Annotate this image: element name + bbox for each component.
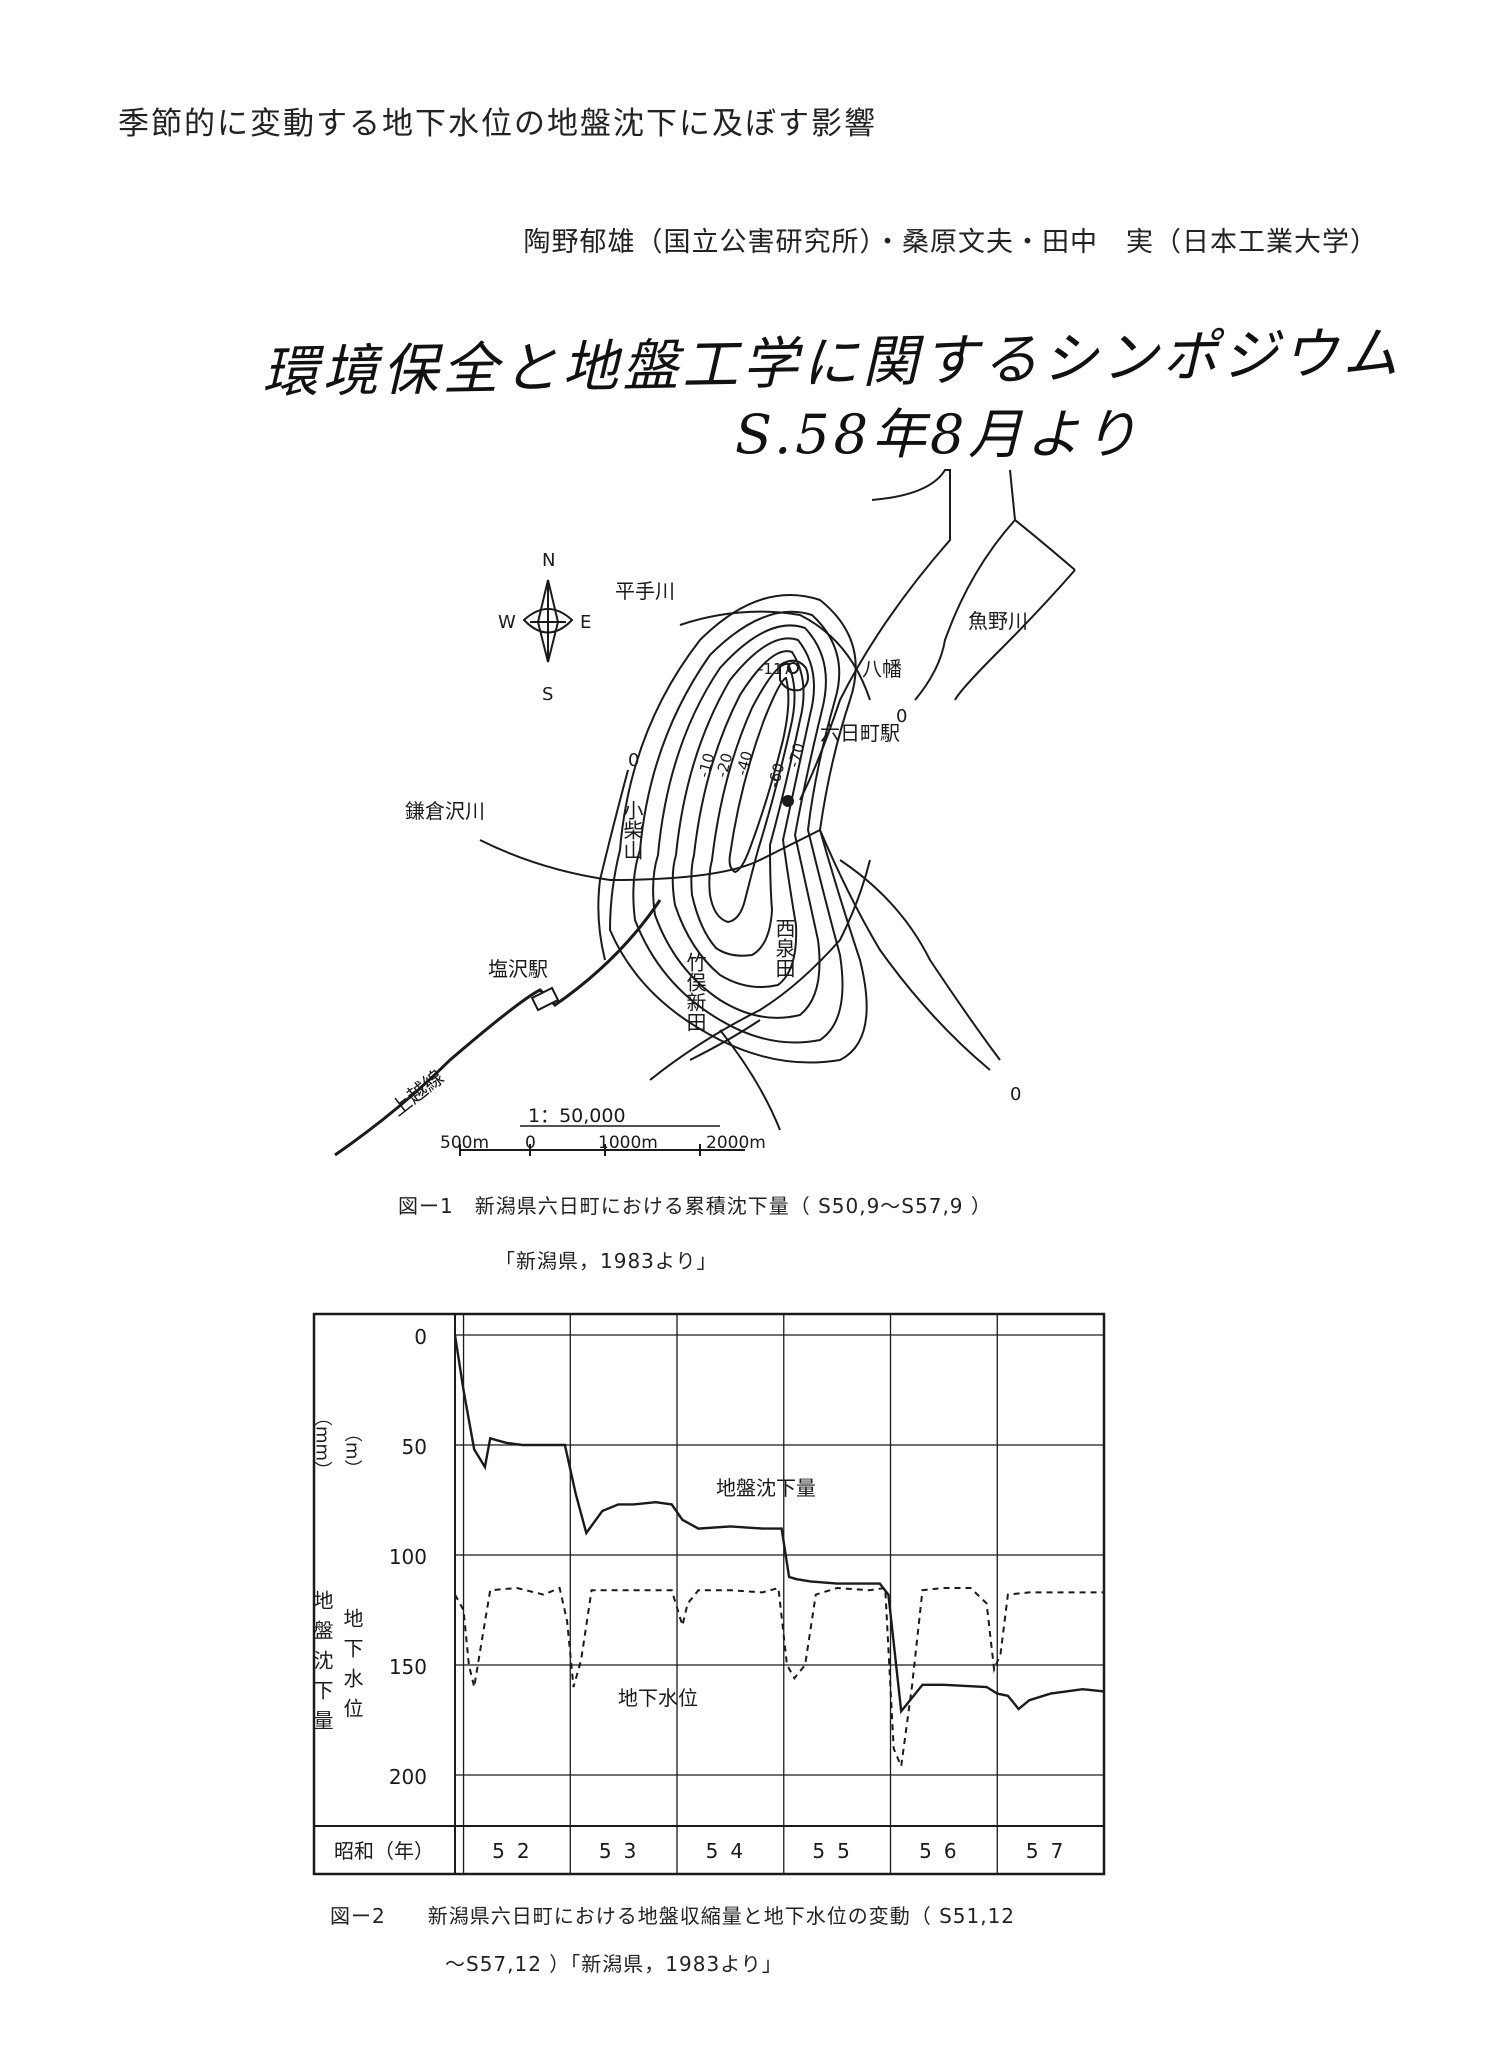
contour-zero-b: 0 [1010,1084,1021,1105]
series-label-subsidence: 地盤沈下量 [716,1476,816,1500]
label-muikamachi-station: 六日町駅 [820,721,900,745]
subsidence-contours [608,594,868,1064]
y-tick-0: 0 [414,1325,427,1349]
scale-tick-500: 500m [440,1133,489,1153]
series-line-subsidence [453,1334,1105,1715]
river-uono [954,569,1076,701]
figure2-caption-line1: 図ー2 新潟県六日町における地盤収縮量と地下水位の変動（ S51,12 [330,1904,1016,1928]
figure1-caption: 図ー1 新潟県六日町における累積沈下量（ S50,9～S57,9 ） [398,1194,992,1218]
contour-label-60: -60 [765,761,789,789]
year-label-54: 54 [706,1839,755,1863]
contour-label-20: -20 [713,751,737,779]
ylabel-groundwater: 地下水位 [340,1608,364,1728]
label-nishisenda: 西泉田 [772,918,796,978]
paper-authors: 陶野郁雄（国立公害研究所）・桑原文夫・田中 実（日本工業大学） [523,227,1378,258]
scale-tick-2000: 2000m [706,1133,766,1153]
ylabel-subsidence-unit: （mm） [312,1408,333,1479]
paper-title: 季節的に変動する地下水位の地盤沈下に及ぼす影響 [118,106,877,142]
year-label-55: 55 [812,1839,861,1863]
scale-bar [459,1125,745,1156]
vertical-map-labels: 小柴山 竹俣新田 西泉田 [620,800,796,1032]
river-right-branch [914,519,1016,701]
label-yawata: 八幡 [862,657,902,681]
river-kamakura [479,829,821,882]
road-south [719,1029,781,1131]
year-label-56: 56 [919,1839,968,1863]
river-right [1009,469,1076,571]
zero-contour-west [597,769,629,961]
figure2-chart: 0 50 100 150 200 地盤沈下量 （mm） 地下水位 （m） 昭和（… [310,1312,1106,1876]
compass-icon [522,579,574,663]
compass-e: E [580,612,591,633]
joetsu-line-track [334,899,662,1157]
railway-station-mark [530,986,560,1012]
river-hirate [679,610,871,701]
well-marker [782,795,794,807]
compass-w: W [498,612,516,633]
contour-zero-c: 0 [896,706,907,727]
y-tick-150: 150 [389,1655,427,1679]
scale-ratio: 1：50,000 [528,1105,626,1127]
label-hirategawa: 平手川 [615,579,675,603]
year-label-52: 52 [492,1839,541,1863]
figure2-caption-line2: ～S57,12 ）「新潟県，1983より」 [445,1952,783,1976]
contour-zero-a: 0 [628,750,639,771]
scale-tick-0: 0 [525,1133,536,1153]
contour-label-70: -70 [785,741,809,769]
scale-tick-1000: 1000m [598,1133,658,1153]
shinano-river [819,829,991,1071]
zero-contour-east [839,859,1001,1061]
chart-frame [312,1312,1106,1876]
handwritten-note-line2: S.58年8月より [735,403,1142,466]
year-label-57: 57 [1026,1839,1075,1863]
ylabel-subsidence: 地盤沈下量 [310,1590,334,1740]
label-shiozawa-station: 塩沢駅 [488,957,548,981]
road-lower [649,859,871,1081]
y-tick-50: 50 [402,1435,427,1459]
contour-label-40: -40 [733,749,757,777]
year-label-53: 53 [599,1839,648,1863]
label-takematashinden: 竹俣新田 [683,952,707,1032]
series-label-groundwater: 地下水位 [618,1686,698,1710]
contour-label-10: -10 [695,751,719,779]
contour-max-label: -117 [758,660,792,678]
y-tick-200: 200 [389,1765,427,1789]
y-tick-100: 100 [389,1545,427,1569]
label-koshibayama: 小柴山 [620,800,644,860]
label-uonogawa: 魚野川 [968,609,1028,633]
label-joetsu-line: 上越線 [386,1065,448,1121]
compass-n: N [542,550,555,571]
xlabel: 昭和（年） [334,1839,434,1863]
compass-s: S [542,684,553,705]
label-kamakurazawagawa: 鎌倉沢川 [405,799,485,823]
ylabel-groundwater-unit: （m） [342,1424,363,1478]
figure1-source: 「新潟県，1983より」 [495,1249,718,1273]
series-line-groundwater [454,1586,1104,1770]
